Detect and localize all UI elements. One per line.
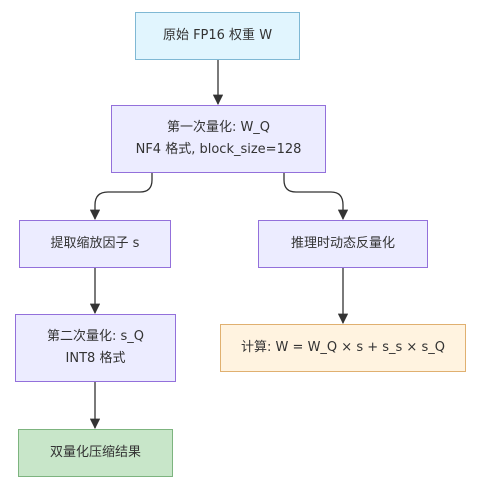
node-extract-scale-factor: 提取缩放因子 s bbox=[19, 220, 171, 268]
node-label: 原始 FP16 权重 W bbox=[162, 28, 273, 43]
node-label: 计算: W = W_Q × s + s_s × s_Q bbox=[241, 340, 445, 355]
node-label-line1: 第二次量化: s_Q bbox=[46, 329, 145, 344]
edge-first-quant-to-inference bbox=[283, 173, 349, 221]
node-label: 双量化压缩结果 bbox=[49, 445, 141, 460]
node-label-line2: INT8 格式 bbox=[65, 351, 126, 366]
node-compute-formula: 计算: W = W_Q × s + s_s × s_Q bbox=[220, 324, 466, 372]
edge-first-quant-to-extract-scale bbox=[89, 173, 153, 221]
node-inference-dequantize: 推理时动态反量化 bbox=[258, 220, 428, 268]
node-first-quantization: 第一次量化: W_Q NF4 格式, block_size=128 bbox=[111, 105, 326, 173]
node-second-quantization: 第二次量化: s_Q INT8 格式 bbox=[15, 314, 176, 382]
node-label: 推理时动态反量化 bbox=[290, 236, 395, 251]
node-label: 提取缩放因子 s bbox=[50, 236, 140, 251]
node-double-quant-result: 双量化压缩结果 bbox=[18, 429, 173, 477]
node-label-line1: 第一次量化: W_Q bbox=[166, 120, 271, 135]
node-original-fp16-weight: 原始 FP16 权重 W bbox=[135, 12, 300, 60]
node-label-line2: NF4 格式, block_size=128 bbox=[135, 142, 302, 157]
